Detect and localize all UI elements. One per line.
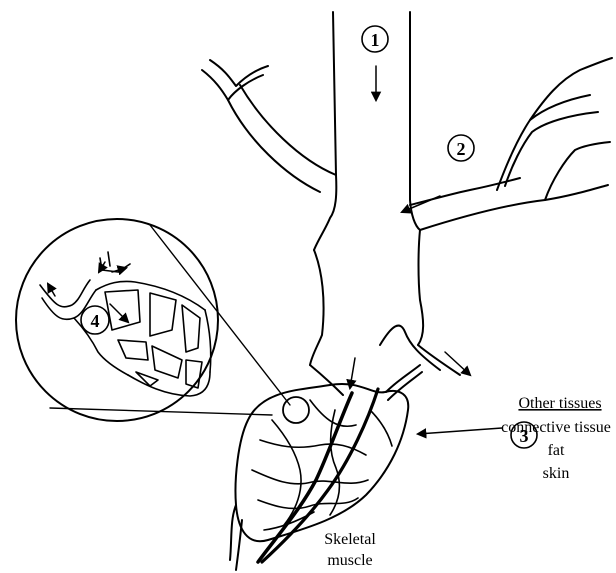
skeletal-label-line1: Skeletal: [324, 531, 376, 548]
arrow-to-muscle: [350, 358, 355, 388]
vessel-branch-left: [202, 60, 336, 192]
zoom-connector: [50, 225, 290, 415]
marker-4: 4: [81, 306, 109, 334]
skeletal-muscle-label: Skeletal muscle: [324, 531, 376, 569]
marker-1: 1: [362, 26, 388, 52]
arrow-2: [402, 196, 440, 212]
marker-2: 2: [448, 135, 474, 161]
svg-text:2: 2: [457, 139, 466, 159]
svg-text:1: 1: [371, 30, 380, 50]
tissue-fat: fat: [548, 442, 565, 459]
flow-arrows: [350, 66, 502, 434]
skeletal-label-line2: muscle: [327, 552, 372, 569]
tissue-skin: skin: [543, 465, 570, 482]
svg-text:4: 4: [91, 311, 100, 331]
capillary-magnifier: [16, 219, 218, 421]
arrow-to-other-tissues: [445, 352, 470, 375]
magnifier-circle: [16, 219, 218, 421]
other-tissues-heading: Other tissues: [518, 395, 601, 412]
tissue-connective: connective tissue: [501, 419, 611, 436]
other-tissues-label: Other tissues connective tissue fat skin: [501, 395, 611, 482]
arrow-3: [418, 428, 502, 434]
vessel-trunk: [310, 12, 608, 395]
